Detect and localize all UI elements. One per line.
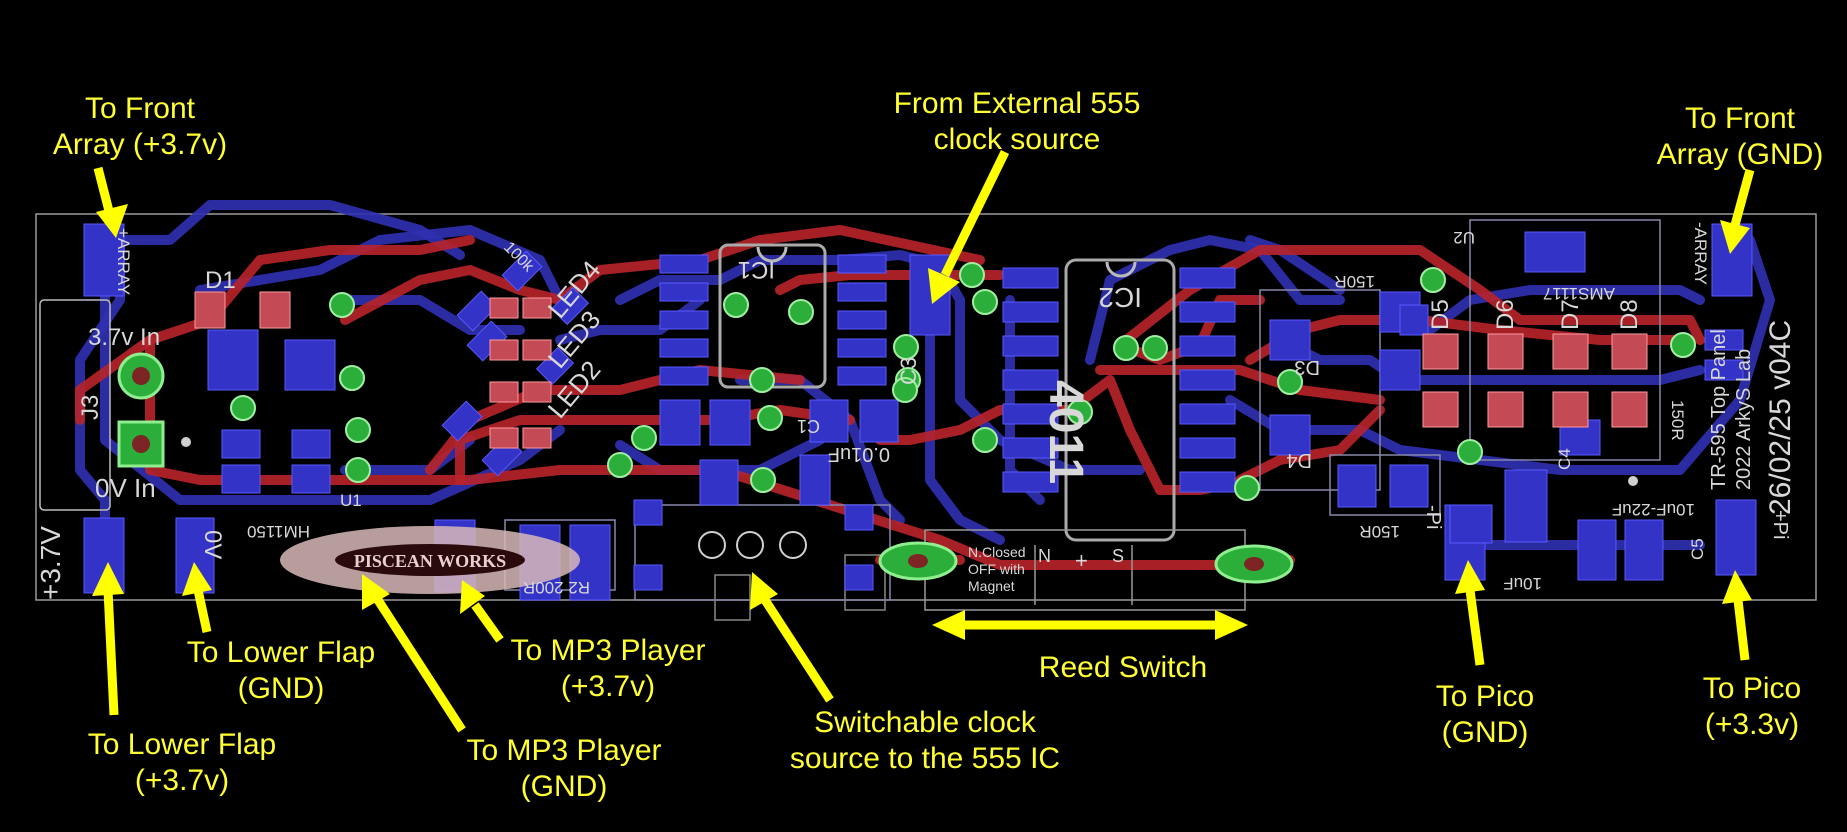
label-version: 26/02/25 v04C	[1764, 320, 1797, 515]
label-u1: U1	[340, 491, 362, 510]
label-d3: D3	[1294, 356, 1320, 378]
callout-switchable-clock-2: source to the 555 IC	[790, 742, 1060, 775]
label-ic1: IC1	[738, 256, 775, 283]
label-4011: 4011	[1039, 380, 1092, 484]
label-plus-3v7: +3.7V	[35, 526, 66, 600]
label-150r-top: 150R	[1334, 272, 1375, 291]
label-10uf-22uf: 10uF-22uF	[1612, 500, 1695, 519]
arrow-pico-gnd	[1455, 560, 1485, 666]
callout-arrows	[92, 150, 1755, 733]
callout-mp3-pos-1: To MP3 Player	[510, 634, 705, 667]
callout-front-array-pos-2: Array (+3.7v)	[53, 128, 227, 161]
label-reed-plus: +	[1075, 548, 1088, 573]
arrow-reed-switch	[932, 610, 1248, 640]
arrow-mp3-pos	[460, 580, 504, 643]
label-ic2: IC2	[1098, 282, 1142, 313]
arrow-front-array-pos	[93, 166, 128, 238]
callout-switchable-clock-1: Switchable clock	[814, 706, 1037, 739]
arrow-lower-flap-gnd	[182, 562, 212, 633]
callout-mp3-pos-2: (+3.7v)	[561, 670, 655, 703]
callout-pico-pos-2: (+3.3v)	[1705, 708, 1799, 741]
label-reed-3: Magnet	[968, 578, 1015, 594]
callout-lower-flap-gnd-2: (GND)	[238, 672, 325, 705]
label-j3: J3	[77, 395, 104, 420]
callout-mp3-gnd-1: To MP3 Player	[466, 734, 661, 767]
label-ams1117: AMS1117	[1543, 284, 1615, 303]
callout-mp3-gnd-2: (GND)	[521, 770, 608, 803]
label-pico-pos: +Pi	[1769, 510, 1791, 539]
arrow-external-clock	[928, 150, 1010, 304]
label-year-lab: 2022 ArkyS Lab	[1733, 349, 1755, 490]
label-u2: U2	[1453, 228, 1475, 247]
arrow-lower-flap-pos	[92, 562, 124, 716]
label-c3: C3	[896, 357, 921, 385]
label-0v-in: 0V In	[95, 473, 156, 503]
callout-lower-flap-pos-1: To Lower Flap	[88, 728, 276, 761]
label-3v7-in: 3.7v In	[88, 324, 160, 351]
label-150r-right: 150R	[1668, 400, 1687, 441]
callout-external-clock-2: clock source	[934, 123, 1101, 156]
callout-front-array-gnd-2: Array (GND)	[1657, 138, 1824, 171]
switch-pin-3	[779, 531, 807, 559]
callout-reed-switch: Reed Switch	[1039, 651, 1207, 684]
j3-pad-2	[117, 420, 165, 468]
label-reed-s: S	[1112, 546, 1124, 566]
label-150r-bottom: 150R	[1359, 522, 1400, 541]
callout-front-array-gnd-1: To Front	[1685, 102, 1796, 135]
arrow-front-array-gnd	[1720, 168, 1755, 254]
label-reed-1: N.Closed	[968, 544, 1026, 560]
label-array-neg: -ARRAY	[1691, 222, 1710, 285]
switch-pin-2	[736, 531, 764, 559]
label-d8: D8	[1616, 299, 1643, 330]
callout-external-clock-1: From External 555	[894, 87, 1141, 120]
label-d5: D5	[1427, 299, 1454, 330]
label-10uf: 10uF	[1503, 574, 1542, 593]
board-outline	[35, 213, 1817, 601]
label-d6: D6	[1492, 299, 1519, 330]
label-0v: 0V	[199, 530, 226, 559]
label-array-pos: +ARRAY	[114, 228, 133, 295]
label-pico-neg: -Pi	[1422, 505, 1444, 529]
label-c5: C5	[1688, 538, 1707, 560]
label-r2-200r: R2 200R	[523, 578, 590, 597]
label-d1: D1	[205, 267, 236, 294]
callout-pico-pos-1: To Pico	[1703, 672, 1801, 705]
callout-lower-flap-gnd-1: To Lower Flap	[187, 636, 375, 669]
label-reed-2: OFF with	[968, 561, 1025, 577]
label-board-info: TR-595 Top Panel	[1708, 329, 1730, 490]
callout-pico-gnd-2: (GND)	[1442, 716, 1529, 749]
label-d4: D4	[1286, 449, 1312, 471]
vias	[230, 262, 1696, 501]
callout-front-array-pos-1: To Front	[85, 92, 196, 125]
arrow-pico-pos	[1722, 570, 1752, 661]
label-c4: C4	[1555, 448, 1574, 470]
label-d7: D7	[1557, 299, 1584, 330]
switch-pin-1	[698, 531, 726, 559]
label-reed-n: N	[1038, 546, 1051, 566]
callout-lower-flap-pos-2: (+3.7v)	[135, 764, 229, 797]
label-hm1150: HM1150	[247, 522, 310, 541]
label-c1: C1	[797, 416, 820, 436]
j3-mount-dot	[181, 437, 191, 447]
arrow-mp3-gnd	[362, 574, 466, 733]
label-0-01uf: 0.01uF	[828, 443, 890, 465]
callout-labels: To Front Array (+3.7v) To Front Array (G…	[53, 87, 1823, 803]
logo-text: PISCEAN WORKS	[354, 551, 506, 571]
callout-pico-gnd-1: To Pico	[1436, 680, 1534, 713]
led-pads	[194, 291, 1648, 449]
arrow-switchable-clock	[750, 572, 834, 703]
